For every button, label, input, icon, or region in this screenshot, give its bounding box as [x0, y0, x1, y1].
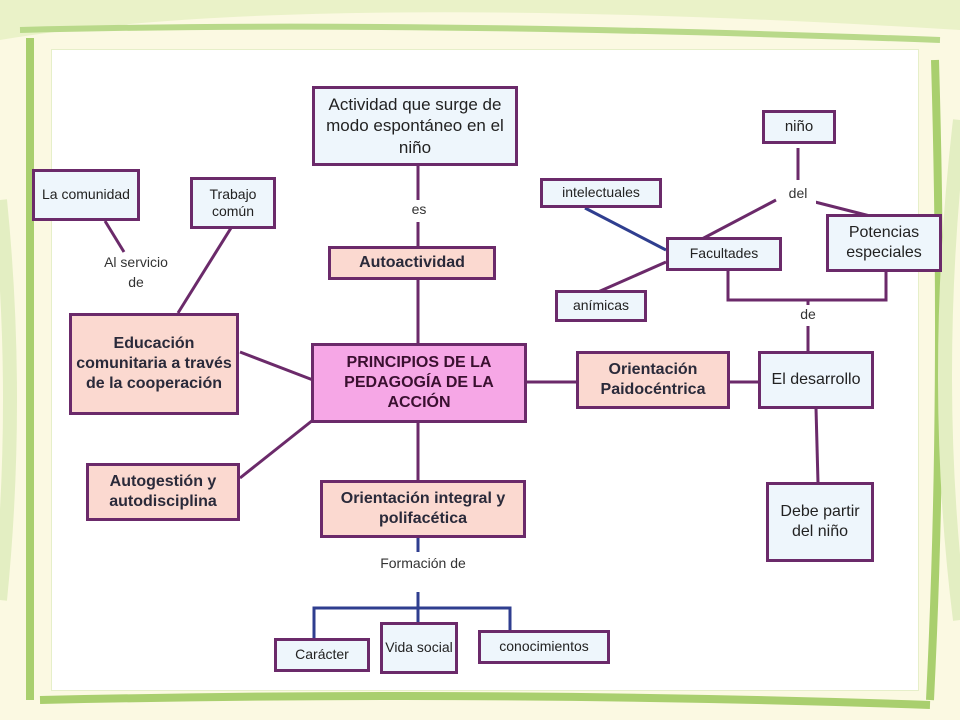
node-orientacion-paidocentrica: Orientación Paidocéntrica — [576, 351, 730, 409]
node-animicas: anímicas — [555, 290, 647, 322]
label-al-servicio-de: Al servicio de — [96, 253, 176, 293]
node-principios-pedagogia-accion: PRINCIPIOS DE LA PEDAGOGÍA DE LA ACCIÓN — [311, 343, 527, 423]
node-actividad-espontanea: Actividad que surge de modo espontáneo e… — [312, 86, 518, 166]
node-educacion-comunitaria: Educación comunitaria a través de la coo… — [69, 313, 239, 415]
node-intelectuales: intelectuales — [540, 178, 662, 208]
node-autoactividad: Autoactividad — [328, 246, 496, 280]
label-de: de — [792, 305, 824, 325]
label-formacion-de: Formación de — [378, 554, 468, 574]
node-orientacion-integral: Orientación integral y polifacética — [320, 480, 526, 538]
node-nino: niño — [762, 110, 836, 144]
node-autogestion: Autogestión y autodisciplina — [86, 463, 240, 521]
label-es: es — [404, 200, 434, 220]
node-la-comunidad: La comunidad — [32, 169, 140, 221]
node-trabajo-comun: Trabajo común — [190, 177, 276, 229]
node-vida-social: Vida social — [380, 622, 458, 674]
node-facultades: Facultades — [666, 237, 782, 271]
label-del: del — [780, 184, 816, 204]
node-potencias-especiales: Potencias especiales — [826, 214, 942, 272]
node-caracter: Carácter — [274, 638, 370, 672]
node-debe-partir-del-nino: Debe partir del niño — [766, 482, 874, 562]
node-el-desarrollo: El desarrollo — [758, 351, 874, 409]
node-conocimientos: conocimientos — [478, 630, 610, 664]
